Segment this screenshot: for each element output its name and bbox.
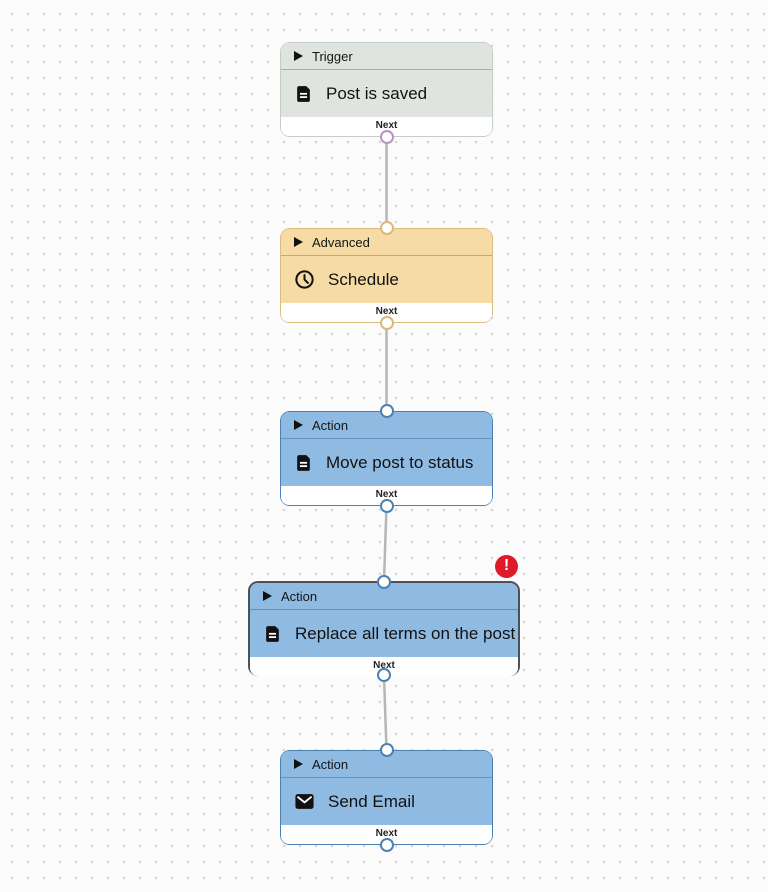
next-port-label: Next [375,306,398,317]
node-footer: Next [250,657,518,676]
node-footer: Next [281,825,492,844]
node-category-label: Action [281,588,318,604]
node-category-label: Trigger [312,48,353,64]
input-port[interactable] [379,221,394,235]
next-port-label: Next [373,660,395,671]
node-body: Replace all terms on the post [250,610,518,657]
node-advanced-schedule[interactable]: Advanced Schedule Next [280,221,493,330]
output-port[interactable] [379,130,394,144]
collapse-toggle-icon[interactable] [294,420,303,430]
next-port-label: Next [375,489,398,500]
node-title: Schedule [328,269,399,289]
node-body: Send Email [281,778,492,825]
document-icon [263,624,282,644]
output-port[interactable] [377,668,391,682]
node-body: Move post to status [281,439,492,486]
next-port-label: Next [375,120,398,131]
collapse-toggle-icon[interactable] [294,237,303,247]
connector-line [382,505,388,582]
output-port[interactable] [379,499,394,513]
node-header: Trigger [281,43,492,70]
next-port-label: Next [375,828,398,839]
node-category-label: Action [312,417,349,433]
node-footer: Next [281,486,492,505]
collapse-toggle-icon[interactable] [263,591,272,601]
node-title: Post is saved [326,83,428,103]
node-header: Advanced [281,229,492,256]
node-title: Replace all terms on the post [295,623,516,643]
connector-line [382,675,388,751]
node-body: Post is saved [281,70,492,117]
node-category-label: Advanced [312,234,370,250]
node-trigger-post-is-saved[interactable]: Trigger Post is saved Next [280,42,493,144]
error-badge[interactable]: ! [495,555,518,578]
document-icon [294,84,313,104]
node-footer: Next [281,303,492,322]
node-action-send-email[interactable]: Action Send Email Next [280,743,493,852]
collapse-toggle-icon[interactable] [294,759,303,769]
node-body: Schedule [281,256,492,303]
node-title: Send Email [328,791,415,811]
input-port[interactable] [379,404,394,418]
output-port[interactable] [379,316,394,330]
node-action-move-post-to-status[interactable]: Action Move post to status Next [280,404,493,513]
clock-icon [294,269,315,290]
node-action-replace-all-terms[interactable]: Action Replace all terms on the post Nex… [248,575,520,682]
node-title: Move post to status [326,452,474,472]
input-port[interactable] [379,743,394,757]
input-port[interactable] [377,575,391,589]
output-port[interactable] [379,838,394,852]
node-category-label: Action [312,756,349,772]
document-icon [294,453,313,473]
mail-icon [294,792,315,811]
node-footer: Next [281,117,492,136]
collapse-toggle-icon[interactable] [294,51,303,61]
